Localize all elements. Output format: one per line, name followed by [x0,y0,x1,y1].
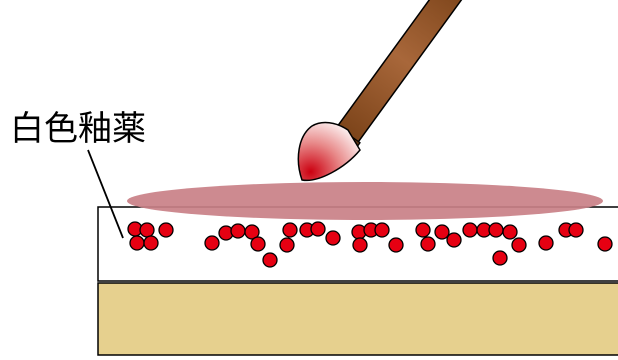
pigment-particle [263,253,277,267]
pigment-particle [489,223,503,237]
glaze-film [127,182,603,220]
pigment-particle [311,222,325,236]
pigment-particle [539,236,553,250]
pigment-particle [280,238,294,252]
paint-brush-icon [298,0,471,180]
pigment-particle [421,237,435,251]
pigment-particle [375,223,389,237]
pigment-particle [463,223,477,237]
pigment-particle [435,225,449,239]
pigment-particle [283,223,297,237]
pigment-particle [512,238,526,252]
pigment-particle [598,237,612,251]
pigment-particle [503,225,517,239]
pigment-particle [447,233,461,247]
pigment-particle [140,223,154,237]
glaze-label: 白色釉薬 [10,109,146,149]
pigment-particle [231,224,245,238]
pigment-particle [144,236,158,250]
pigment-particle [205,236,219,250]
pigment-particle [569,223,583,237]
pigment-particle [326,231,340,245]
pigment-particle [353,238,367,252]
pigment-particle [416,223,430,237]
pigment-particle [493,251,507,265]
pigment-particle [159,223,173,237]
clay-body-layer [98,283,618,355]
pigment-particle [130,236,144,250]
pigment-particle [389,238,403,252]
pigment-particle [251,237,265,251]
